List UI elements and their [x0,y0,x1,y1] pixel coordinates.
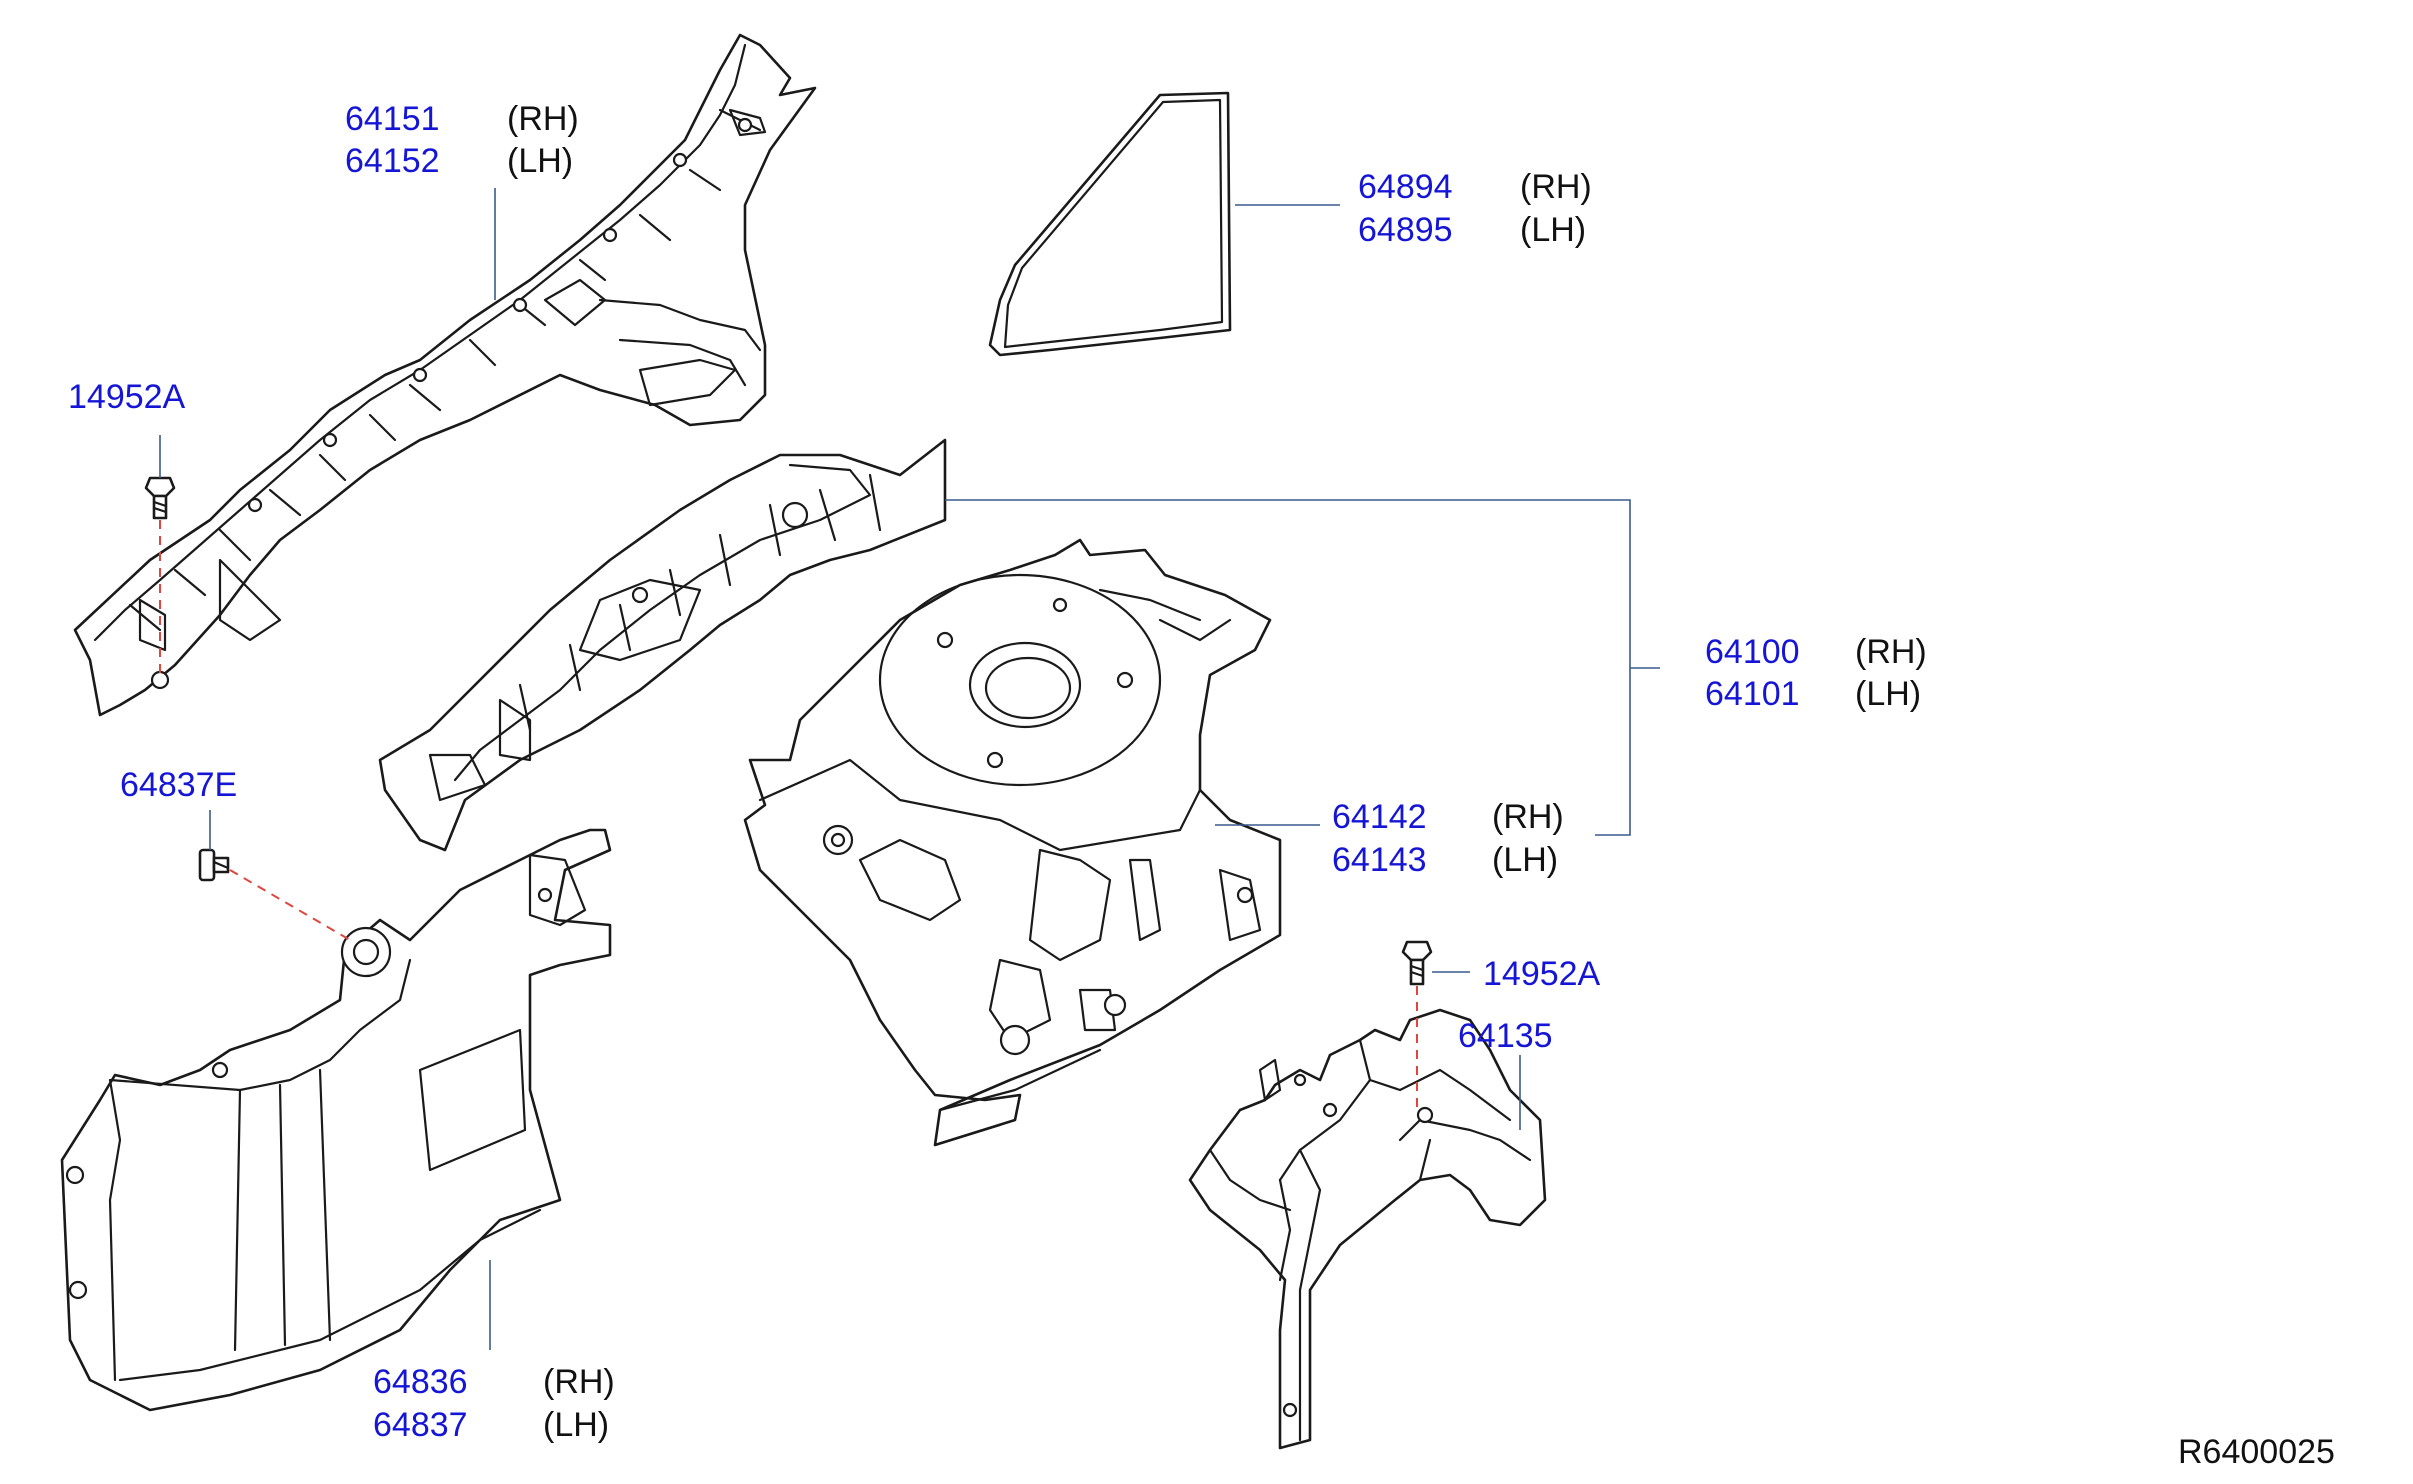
part-number-64100: 64100 [1705,633,1800,671]
side-label-rh: (RH) [507,100,579,138]
clip-path [229,869,351,941]
bolt-right-part [1401,940,1433,986]
side-label-rh: (RH) [1520,168,1592,206]
side-label-lh: (LH) [507,142,573,180]
bracket-part [1188,1008,1547,1450]
side-label-lh: (LH) [1855,675,1921,713]
inner-rail-part [378,438,947,852]
diagram-reference-code: R6400025 [2178,1433,2335,1471]
bolt-left-part [144,476,176,520]
side-label-lh: (LH) [1492,841,1558,879]
part-number-64101: 64101 [1705,675,1800,713]
wheelhouse-part [743,538,1282,1147]
part-number-64837: 64837 [373,1406,468,1444]
side-label-lh: (LH) [1520,211,1586,249]
side-label-rh: (RH) [1492,798,1564,836]
part-number-14952a-right: 14952A [1483,955,1601,993]
clip-64837e-part [198,848,230,882]
leader-64100 [945,499,1660,836]
side-label-lh: (LH) [543,1406,609,1444]
part-number-64151: 64151 [345,100,440,138]
part-number-14952a-left: 14952A [68,378,186,416]
part-number-64895: 64895 [1358,211,1453,249]
part-number-64135: 64135 [1458,1017,1553,1055]
side-label-rh: (RH) [543,1363,615,1401]
part-number-64152: 64152 [345,142,440,180]
part-number-64143: 64143 [1332,841,1427,879]
lower-panel-part [60,828,612,1412]
part-number-64836: 64836 [373,1363,468,1401]
side-label-rh: (RH) [1855,633,1927,671]
part-number-64837e: 64837E [120,766,237,804]
part-number-64142: 64142 [1332,798,1427,836]
upper-rail-part [73,33,817,717]
part-number-64894: 64894 [1358,168,1453,206]
triangle-plate-part [988,91,1232,357]
